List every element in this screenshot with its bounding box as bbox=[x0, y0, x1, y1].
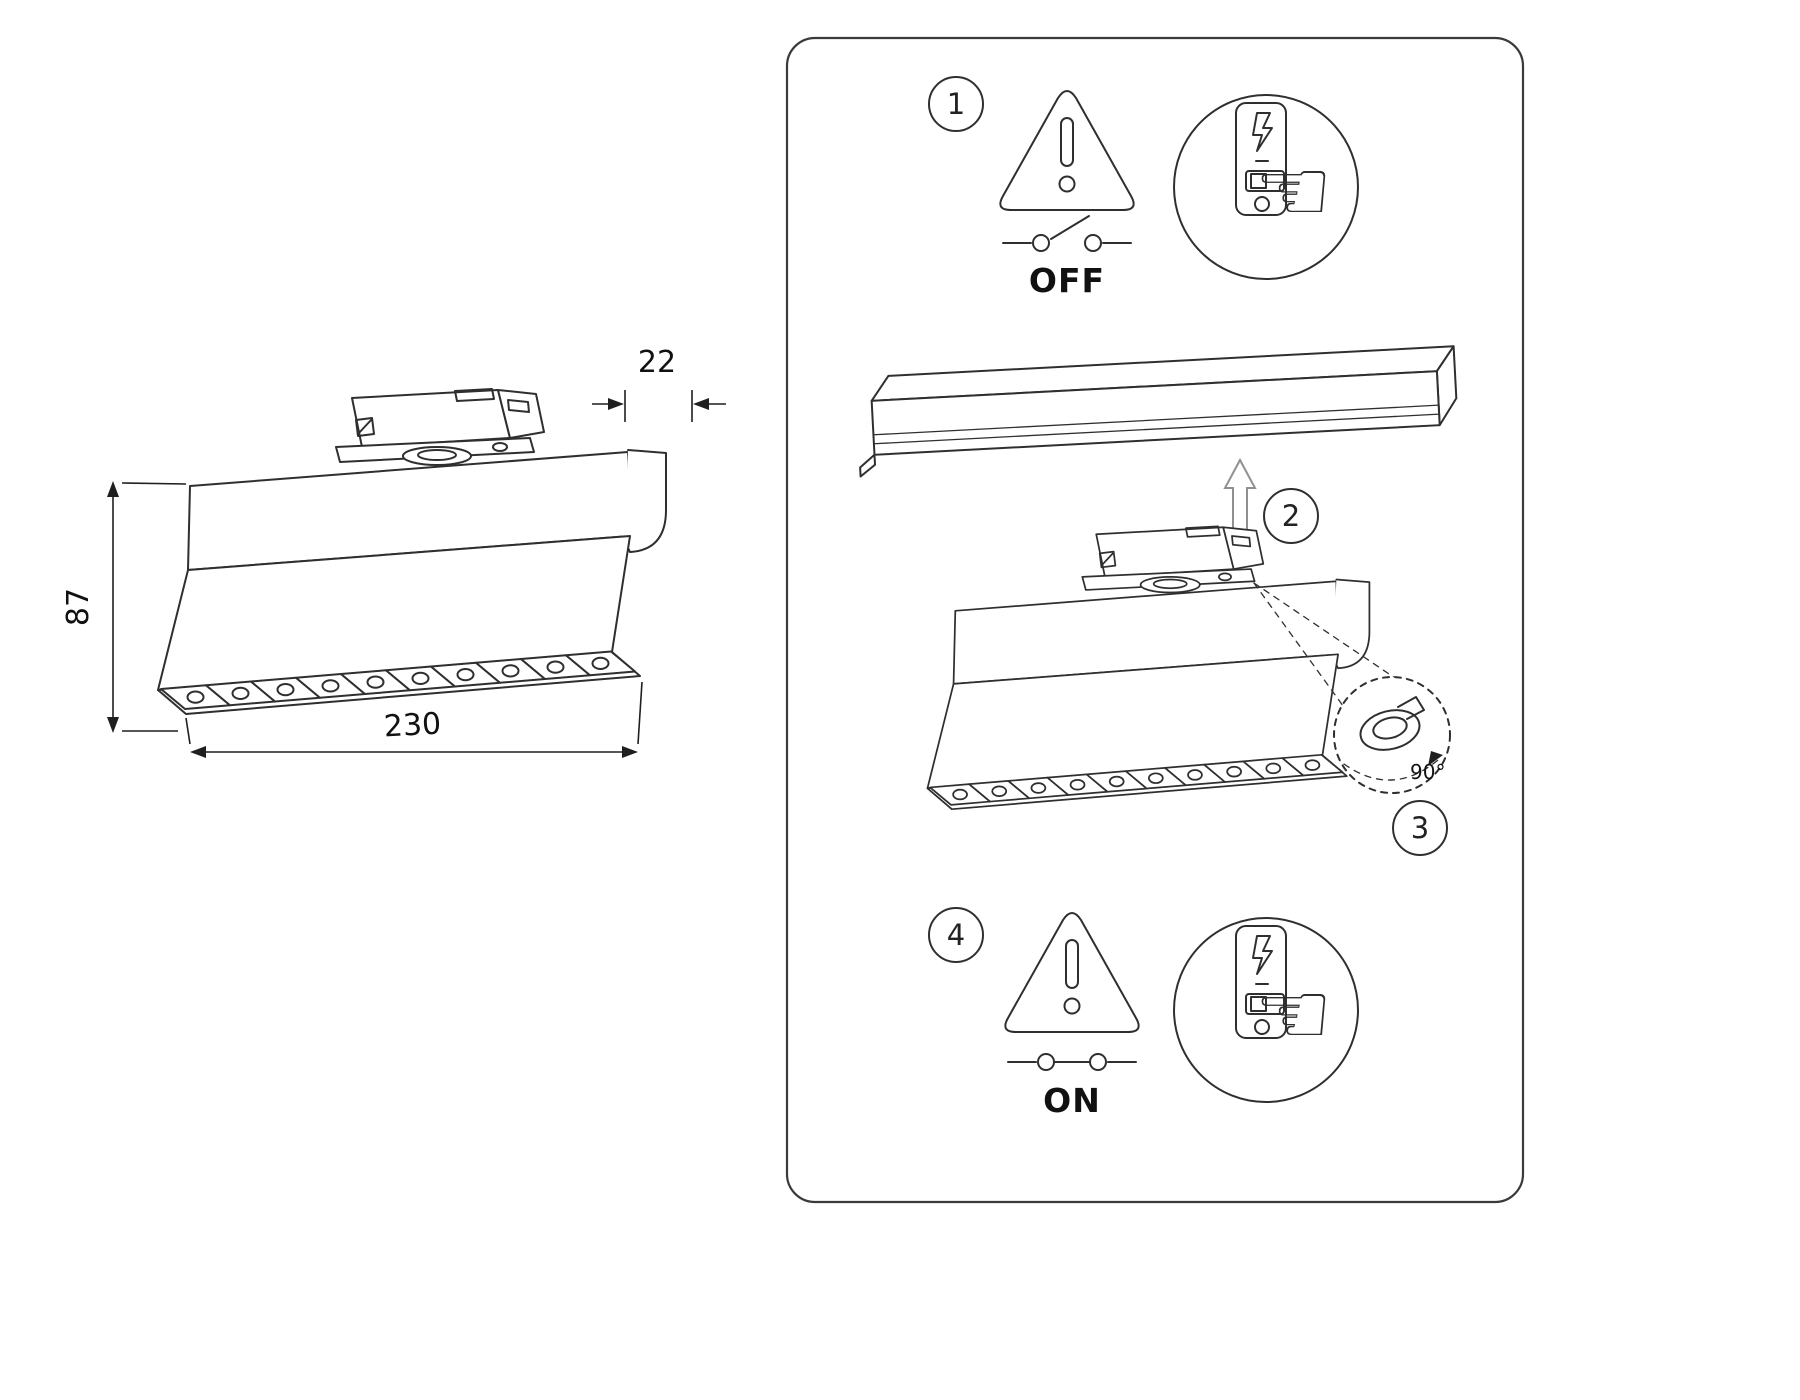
rotation-angle-label: 90° bbox=[1410, 760, 1445, 784]
fixture-dimension-view: 87 230 22 bbox=[61, 345, 726, 758]
step-3-badge: 3 bbox=[1392, 800, 1448, 856]
power-on-symbol bbox=[1007, 1053, 1137, 1071]
dimension-87: 87 bbox=[61, 481, 187, 733]
step-4-number: 4 bbox=[947, 918, 965, 952]
off-label: OFF bbox=[1029, 261, 1105, 300]
step-3-number: 3 bbox=[1411, 811, 1429, 845]
step-2-badge: 2 bbox=[1263, 488, 1319, 544]
rotation-arrow-icon bbox=[1343, 759, 1439, 781]
track-rail-drawing bbox=[859, 345, 1458, 478]
step-2: 2 bbox=[859, 345, 1458, 811]
switch-hand-icon-on bbox=[1173, 917, 1359, 1103]
dimension-22: 22 bbox=[592, 345, 726, 422]
dimension-230: 230 bbox=[185, 681, 643, 758]
step-3: 90° 3 bbox=[1253, 582, 1451, 856]
dimension-87-value: 87 bbox=[61, 588, 96, 626]
rotation-detail: 90° bbox=[1253, 582, 1451, 794]
on-label: ON bbox=[1043, 1081, 1101, 1120]
fixture-drawing-left bbox=[157, 388, 667, 715]
dimension-22-value: 22 bbox=[638, 345, 676, 380]
switch-hand-icon-off bbox=[1173, 94, 1359, 280]
step-1-badge: 1 bbox=[928, 76, 984, 132]
step-4-badge: 4 bbox=[928, 907, 984, 963]
step-1-number: 1 bbox=[947, 87, 965, 121]
power-off-symbol bbox=[1002, 215, 1132, 252]
step-4: 4 ON bbox=[928, 907, 1359, 1120]
step-2-number: 2 bbox=[1282, 499, 1300, 533]
step-1: 1 OFF bbox=[928, 76, 1359, 300]
dimension-230-value: 230 bbox=[383, 707, 442, 745]
